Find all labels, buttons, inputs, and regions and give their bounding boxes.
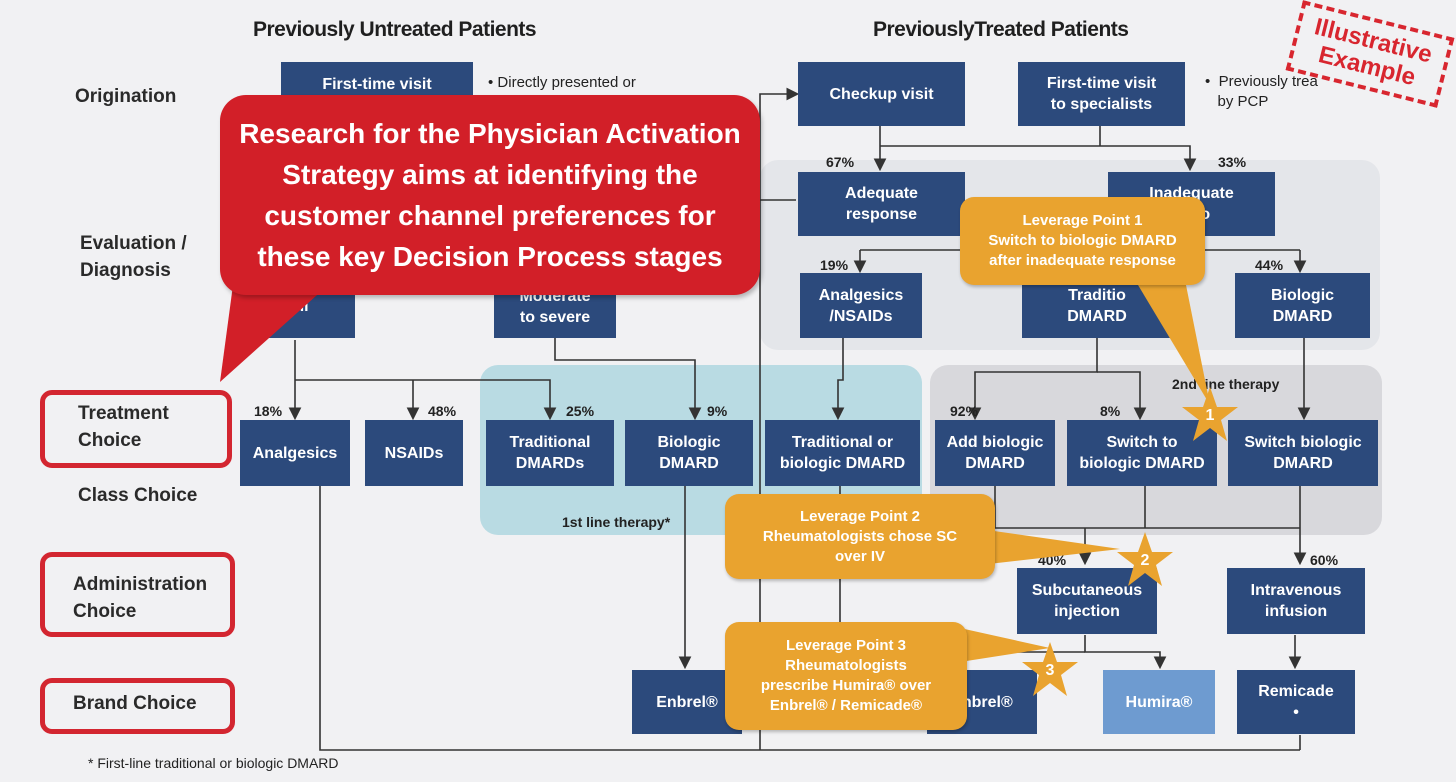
leverage-point-3: Leverage Point 3 Rheumatologists prescri… bbox=[725, 622, 967, 730]
callout-pointer bbox=[220, 270, 345, 382]
stage-brand: Brand Choice bbox=[73, 693, 197, 714]
star-2-label: 2 bbox=[1140, 552, 1150, 569]
node-humira: Humira® bbox=[1103, 670, 1215, 734]
pct-44: 44% bbox=[1255, 257, 1284, 273]
node-remicade: Remicade • bbox=[1237, 670, 1355, 734]
node-analgesics: Analgesics bbox=[240, 420, 350, 486]
node-switch-to-biologic: Switch to biologic DMARD bbox=[1067, 420, 1217, 486]
pct-33: 33% bbox=[1218, 154, 1247, 170]
pct-48: 48% bbox=[428, 403, 457, 419]
pct-8: 8% bbox=[1100, 403, 1121, 419]
leverage-point-1: Leverage Point 1 Switch to biologic DMAR… bbox=[960, 197, 1205, 285]
star-1-icon bbox=[1182, 387, 1238, 441]
first-line-label: 1st line therapy* bbox=[562, 514, 671, 530]
pct-67: 67% bbox=[826, 154, 855, 170]
research-callout: Research for the Physician Activation St… bbox=[220, 95, 760, 295]
header-untreated: Previously Untreated Patients bbox=[253, 18, 537, 41]
node-traditional-dmards: Traditional DMARDs bbox=[486, 420, 614, 486]
pct-92: 92% bbox=[950, 403, 979, 419]
node-checkup-visit: Checkup visit bbox=[798, 62, 965, 126]
lever3-pointer bbox=[960, 628, 1050, 662]
stage-box-brand bbox=[40, 678, 235, 734]
node-analgesics-nsaids: Analgesics /NSAIDs bbox=[800, 273, 922, 338]
note-directly-presented: • Directly presented or bbox=[488, 74, 636, 91]
header-treated: PreviouslyTreated Patients bbox=[873, 18, 1129, 41]
stage-treatment: Treatment Choice bbox=[78, 403, 169, 451]
node-enbrel-left: Enbrel® bbox=[632, 670, 742, 734]
stage-box-treatment bbox=[40, 390, 232, 468]
pct-60: 60% bbox=[1310, 552, 1339, 568]
node-biologic-dmard: Biologic DMARD bbox=[625, 420, 753, 486]
node-nsaids: NSAIDs bbox=[365, 420, 463, 486]
star-3-icon bbox=[1022, 642, 1078, 696]
pct-25: 25% bbox=[566, 403, 595, 419]
stage-evaluation: Evaluation / Diagnosis bbox=[80, 233, 187, 281]
node-biologic-dmard-top: Biologic DMARD bbox=[1235, 273, 1370, 338]
star-1-label: 1 bbox=[1205, 407, 1215, 424]
lever2-pointer bbox=[980, 529, 1120, 565]
stage-class: Class Choice bbox=[78, 485, 198, 506]
node-add-biologic: Add biologic DMARD bbox=[935, 420, 1055, 486]
footnote: * First-line traditional or biologic DMA… bbox=[88, 755, 339, 771]
node-first-time-specialists: First-time visit to specialists bbox=[1018, 62, 1185, 126]
node-intravenous: Intravenous infusion bbox=[1227, 568, 1365, 634]
node-adequate-response: Adequate response bbox=[798, 172, 965, 236]
pct-18: 18% bbox=[254, 403, 283, 419]
pct-9: 9% bbox=[707, 403, 728, 419]
stage-administration: Administration Choice bbox=[73, 574, 208, 622]
stage-origination: Origination bbox=[75, 86, 177, 107]
pct-19: 19% bbox=[820, 257, 849, 273]
star-3-label: 3 bbox=[1045, 662, 1055, 679]
star-2-icon bbox=[1117, 532, 1173, 586]
node-switch-biologic: Switch biologic DMARD bbox=[1228, 420, 1378, 486]
stage-box-administration bbox=[40, 552, 235, 637]
node-trad-or-bio-dmard: Traditional or biologic DMARD bbox=[765, 420, 920, 486]
leverage-point-2: Leverage Point 2 Rheumatologists chose S… bbox=[725, 494, 995, 579]
note-previously-treated: • Previously trea by PCP bbox=[1205, 73, 1318, 110]
lever1-pointer bbox=[1120, 255, 1210, 405]
